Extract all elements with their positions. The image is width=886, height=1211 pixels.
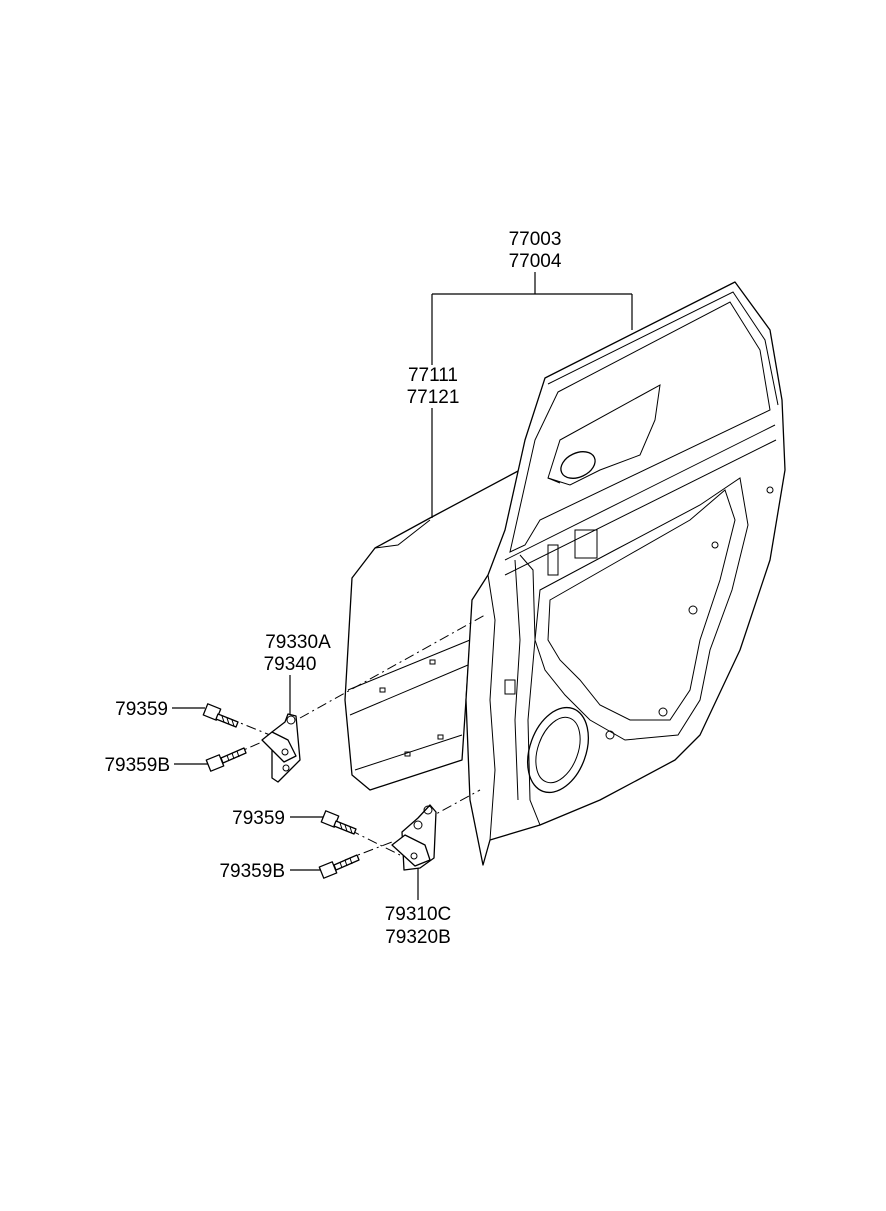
lower-hinge-label-1: 79310C (385, 904, 452, 925)
door-assembly-label-1: 77003 (509, 229, 562, 250)
upper-bolt-b-icon (205, 747, 247, 772)
upper-hinge-label-2: 79340 (264, 654, 317, 675)
door-inner-frame (465, 281, 786, 866)
upper-bolt-label: 79359 (115, 699, 168, 720)
upper-bolt-icon (202, 703, 239, 728)
lower-bolt-alignment-line (349, 829, 401, 856)
lower-hinge-icon (391, 804, 437, 871)
door-assembly-label-2: 77004 (509, 251, 562, 272)
lower-bolt-b-label: 79359B (219, 861, 285, 882)
upper-hinge-icon (261, 713, 301, 783)
lower-hinge-label-2: 79320B (385, 927, 451, 948)
leader-lines (172, 272, 633, 900)
upper-hinge-alignment-line (299, 614, 486, 719)
outer-panel-label-1: 77111 (408, 365, 458, 386)
lower-bolt-label: 79359 (232, 808, 285, 829)
outer-panel-label-2: 77121 (407, 387, 460, 408)
lower-bolt-b-icon (318, 854, 360, 879)
upper-bolt-b-label: 79359B (104, 755, 170, 776)
upper-hinge-label-1: 79330A (265, 632, 331, 653)
lower-bolt-icon (320, 810, 357, 835)
